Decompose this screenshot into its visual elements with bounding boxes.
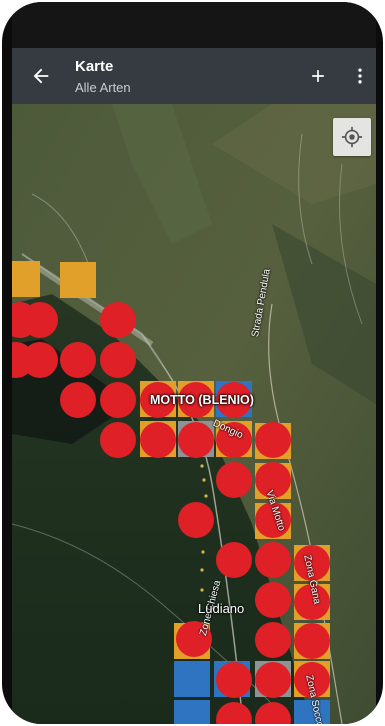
grid-cell[interactable]: [174, 700, 210, 724]
home-indicator: [12, 720, 376, 724]
occurrence-dot[interactable]: [176, 621, 212, 657]
place-label: MOTTO (BLENIO): [150, 393, 254, 407]
more-vert-icon: [358, 68, 362, 84]
page-title: Karte: [75, 58, 114, 75]
occurrence-dot[interactable]: [255, 542, 291, 578]
grid-cell[interactable]: [60, 262, 96, 298]
occurrence-dot[interactable]: [100, 302, 136, 338]
grid-cell[interactable]: [294, 700, 330, 724]
occurrence-dot[interactable]: [178, 502, 214, 538]
my-location-icon: [341, 126, 363, 148]
grid-cell[interactable]: [174, 661, 210, 697]
status-bar: [12, 2, 376, 48]
occurrence-dot[interactable]: [255, 582, 291, 618]
occurrence-dot[interactable]: [255, 702, 291, 724]
occurrence-dot[interactable]: [216, 542, 252, 578]
more-options-button[interactable]: [348, 62, 372, 90]
my-location-button[interactable]: [333, 118, 371, 156]
occurrence-dot[interactable]: [22, 302, 58, 338]
title-block: Karte Alle Arten: [75, 58, 131, 96]
occurrence-dot[interactable]: [294, 584, 330, 620]
occurrence-dot[interactable]: [216, 382, 252, 418]
satellite-map-background: [12, 104, 376, 724]
occurrence-dot[interactable]: [100, 422, 136, 458]
occurrence-dot[interactable]: [60, 342, 96, 378]
back-button[interactable]: [26, 61, 56, 91]
occurrence-dot[interactable]: [178, 422, 214, 458]
occurrence-dot[interactable]: [100, 342, 136, 378]
occurrence-dot[interactable]: [22, 342, 58, 378]
occurrence-dot[interactable]: [140, 422, 176, 458]
add-button[interactable]: [304, 62, 332, 90]
arrow-left-icon: [33, 68, 49, 84]
occurrence-dot[interactable]: [216, 462, 252, 498]
plus-icon: [312, 70, 324, 82]
page-subtitle: Alle Arten: [75, 80, 131, 95]
app-bar: Karte Alle Arten: [12, 48, 376, 104]
screen: Karte Alle Arten: [12, 2, 376, 724]
occurrence-dot[interactable]: [255, 662, 291, 698]
occurrence-dot[interactable]: [140, 382, 176, 418]
town-label: Ludiano: [198, 601, 245, 616]
occurrence-dot[interactable]: [216, 662, 252, 698]
occurrence-dot[interactable]: [60, 382, 96, 418]
occurrence-dot[interactable]: [255, 622, 291, 658]
occurrence-dot[interactable]: [255, 502, 291, 538]
occurrence-dot[interactable]: [216, 422, 252, 458]
grid-cell[interactable]: [12, 261, 40, 297]
occurrence-dot[interactable]: [294, 545, 330, 581]
occurrence-dot[interactable]: [255, 422, 291, 458]
occurrence-dot[interactable]: [294, 623, 330, 659]
occurrence-dot[interactable]: [255, 462, 291, 498]
map-view[interactable]: Strada Pendula Dongio Via Motto Zona Gan…: [12, 104, 376, 724]
occurrence-dot[interactable]: [100, 382, 136, 418]
occurrence-dot[interactable]: [178, 382, 214, 418]
occurrence-dot[interactable]: [216, 702, 252, 724]
occurrence-dot[interactable]: [294, 662, 330, 698]
